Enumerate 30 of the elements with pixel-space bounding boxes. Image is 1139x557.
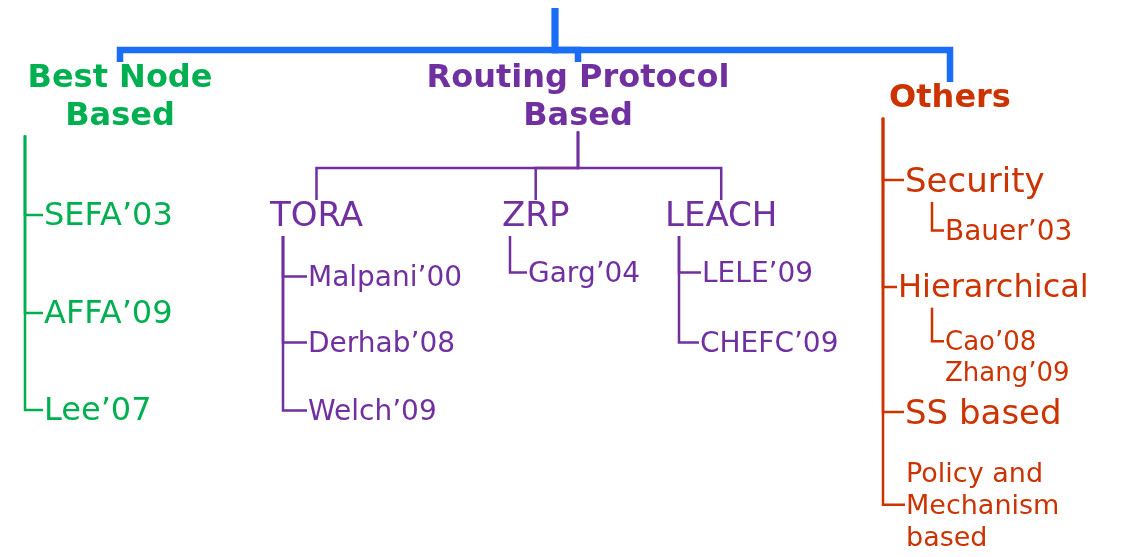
tree-item-label: TORA <box>270 194 364 235</box>
tree-connector <box>677 236 699 344</box>
tree-item-label: LELE’09 <box>702 256 814 290</box>
tree-connector <box>23 135 43 412</box>
category-heading: Best Node Based <box>26 58 214 134</box>
tree-connector <box>881 117 905 507</box>
tree-item-label: Zhang’09 <box>945 356 1070 388</box>
tree-item-label: ZRP <box>502 194 570 235</box>
tree-connector <box>930 307 944 343</box>
tree-item-label: LEACH <box>665 194 778 235</box>
tree-item-label: Welch’09 <box>308 394 437 428</box>
tree-item-label: Derhab’08 <box>308 326 455 360</box>
tree-item-label: SEFA’03 <box>44 196 173 234</box>
category-heading: Others <box>888 78 1012 116</box>
tree-item-label: SS based <box>905 392 1062 433</box>
tree-connector <box>508 236 527 274</box>
tree-item-label: Security <box>905 160 1045 201</box>
tree-item-label: CHEFC’09 <box>700 326 839 360</box>
tree-item-label: Lee’07 <box>44 391 152 429</box>
category-heading: Routing Protocol Based <box>425 58 731 134</box>
tree-item-label: Bauer’03 <box>945 214 1073 248</box>
tree-item-label: Hierarchical <box>898 268 1089 306</box>
tree-connector <box>930 202 944 232</box>
tree-connector <box>576 131 723 200</box>
tree-item-label: Policy and Mechanism based <box>906 457 1061 553</box>
tree-item-label: Malpani’00 <box>308 260 463 294</box>
tree-connector <box>281 236 307 412</box>
tree-item-label: Cao’08 <box>945 326 1038 357</box>
tree-item-label: Garg’04 <box>528 256 641 290</box>
tree-item-label: AFFA’09 <box>44 294 173 332</box>
